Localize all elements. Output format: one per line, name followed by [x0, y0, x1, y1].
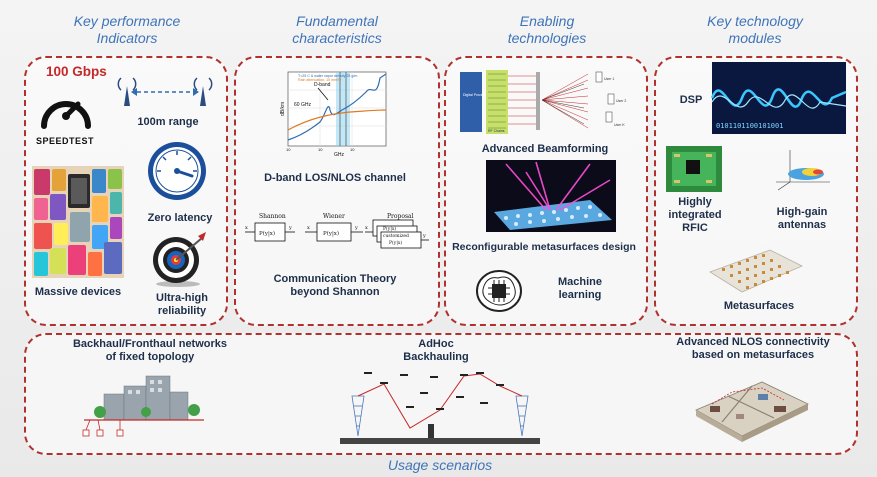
header-enabling-line2: technologies	[507, 30, 587, 46]
user-k-label: User K	[614, 123, 625, 127]
speedtest-logo: SPEEDTEST	[36, 136, 95, 146]
rain-curve	[287, 109, 387, 131]
output-y-3: y	[422, 233, 426, 239]
chart-dband-label: D-band	[314, 82, 331, 88]
beamforming-label: Advanced Beamforming	[481, 143, 609, 155]
chart-ylabel: dB/km	[280, 102, 286, 116]
metasurface-design-icon	[486, 160, 616, 232]
chart-xlabel: GHz	[334, 152, 345, 158]
antenna-link-icon	[117, 77, 213, 106]
city-network-icon	[82, 375, 204, 437]
ml-line1: Machine	[557, 276, 602, 288]
antennas-line2: antennas	[777, 219, 827, 231]
drone-mesh-icon	[340, 372, 540, 444]
nlos-line1: Advanced NLOS connectivity	[676, 336, 830, 348]
rfic-board-icon	[666, 146, 722, 192]
chart-60ghz-label: 60 GHz	[294, 102, 311, 108]
rfic-line1: Highly	[678, 196, 712, 208]
proposal-title: Proposal	[387, 213, 414, 220]
user-2-label: User 2	[616, 99, 626, 103]
backhaul-label: Backhaul/Fronthaul networks of fixed top…	[60, 338, 240, 364]
shannon-box-label: P(y|x)	[259, 230, 275, 237]
backhaul-line2: of fixed topology	[105, 351, 195, 363]
reliability-label: Ultra-high reliability	[142, 292, 222, 318]
rfic-line2: integrated	[668, 209, 722, 221]
proposal-box-1: P(y|x)	[383, 225, 396, 232]
backhaul-line1: Backhaul/Fronthaul networks	[72, 338, 228, 350]
header-kpi-line1: Key performance	[73, 13, 181, 29]
header-enabling: Enabling technologies	[472, 13, 622, 47]
antennas-label: High-gain antennas	[764, 206, 840, 232]
theory-line1: Communication Theory	[273, 273, 397, 285]
header-modules-line1: Key technology	[707, 13, 803, 29]
rf-chains-label: RF Chains	[488, 129, 505, 133]
chart-xtick-2: 10	[318, 147, 323, 152]
theory-line2: beyond Shannon	[290, 286, 380, 298]
channel-label: D-band LOS/NLOS channel	[264, 172, 406, 184]
dsp-label: DSP	[679, 94, 703, 106]
input-x-3: x	[365, 225, 368, 231]
metasurface-design-label: Reconfigurable metasurfaces design	[452, 241, 636, 253]
ml-line2: learning	[558, 289, 602, 301]
ml-label: Machine learning	[540, 276, 620, 302]
input-x-2: x	[307, 225, 310, 231]
rfic-line3: RFIC	[682, 222, 708, 234]
digital-processing-block	[460, 72, 482, 132]
wiener-title: Wiener	[323, 213, 345, 220]
rate-label: 100 Gbps	[46, 64, 107, 79]
chart-legend-2: Rain attenuation, 10 mm/hr	[298, 78, 342, 82]
chart-legend-1: T=25 C & water vapor density 25 g/m	[298, 74, 357, 78]
devices-label: Massive devices	[34, 286, 122, 298]
indoor-floorplan-icon	[695, 381, 809, 442]
shannon-title: Shannon	[259, 213, 286, 220]
metasurfaces-label: Metasurfaces	[723, 300, 795, 312]
header-fundamental: Fundamental characteristics	[262, 13, 412, 47]
devices-collage-icon	[32, 166, 124, 278]
header-fundamental-line2: characteristics	[292, 30, 382, 46]
header-kpi-line2: Indicators	[96, 30, 158, 46]
reliability-line2: reliability	[157, 305, 207, 317]
rfic-label: Highly integrated RFIC	[660, 196, 730, 235]
range-label: 100m range	[137, 116, 199, 128]
antenna-pattern-icon	[776, 150, 830, 191]
latency-clock-icon	[148, 142, 206, 200]
latency-label: Zero latency	[147, 212, 213, 224]
chart-xtick-1: 10	[286, 147, 291, 152]
metasurface-array-icon	[709, 249, 803, 293]
nlos-line2: based on metasurfaces	[691, 349, 815, 361]
speedometer-icon	[41, 101, 91, 129]
digital-processing-label: Digital Processing	[463, 93, 491, 97]
reliability-line1: Ultra-high	[156, 292, 208, 304]
adhoc-line2: Backhauling	[403, 351, 469, 363]
attenuation-chart: D-band 60 GHz T=25 C & water vapor densi…	[280, 71, 387, 158]
antennas-line1: High-gain	[776, 206, 828, 218]
output-y-2: y	[354, 225, 358, 231]
dsp-wave-image: 0101101100101001	[710, 62, 847, 134]
theory-label: Communication Theory beyond Shannon	[240, 273, 430, 299]
header-fundamental-line1: Fundamental	[296, 13, 378, 29]
proposal-box-3: P(y|x)	[389, 239, 402, 246]
rf-chains-block	[486, 70, 508, 134]
header-usage: Usage scenarios	[387, 457, 493, 473]
header-modules: Key technology modules	[680, 13, 830, 47]
binary-stream: 0101101100101001	[716, 122, 783, 130]
shannon-block-diagram: Shannon Wiener Proposal P(y|x) P(y|x) P(…	[245, 213, 429, 249]
output-y-1: y	[288, 225, 292, 231]
nlos-label: Advanced NLOS connectivity based on meta…	[668, 336, 838, 362]
wiener-box-label: P(y|x)	[323, 230, 339, 237]
header-modules-line2: modules	[728, 30, 782, 46]
beamforming-diagram: Digital Processing RF Chains User 1 User…	[460, 70, 626, 134]
proposal-box-2: customized	[383, 233, 409, 239]
adhoc-label: AdHoc Backhauling	[396, 338, 476, 364]
input-x-1: x	[245, 225, 248, 231]
adhoc-line1: AdHoc	[418, 338, 454, 350]
brain-chip-icon	[476, 270, 522, 312]
user-1-label: User 1	[604, 77, 614, 81]
chart-xtick-3: 10	[350, 147, 355, 152]
target-icon	[153, 232, 206, 287]
header-enabling-line1: Enabling	[519, 13, 575, 29]
header-kpi: Key performance Indicators	[52, 13, 202, 47]
